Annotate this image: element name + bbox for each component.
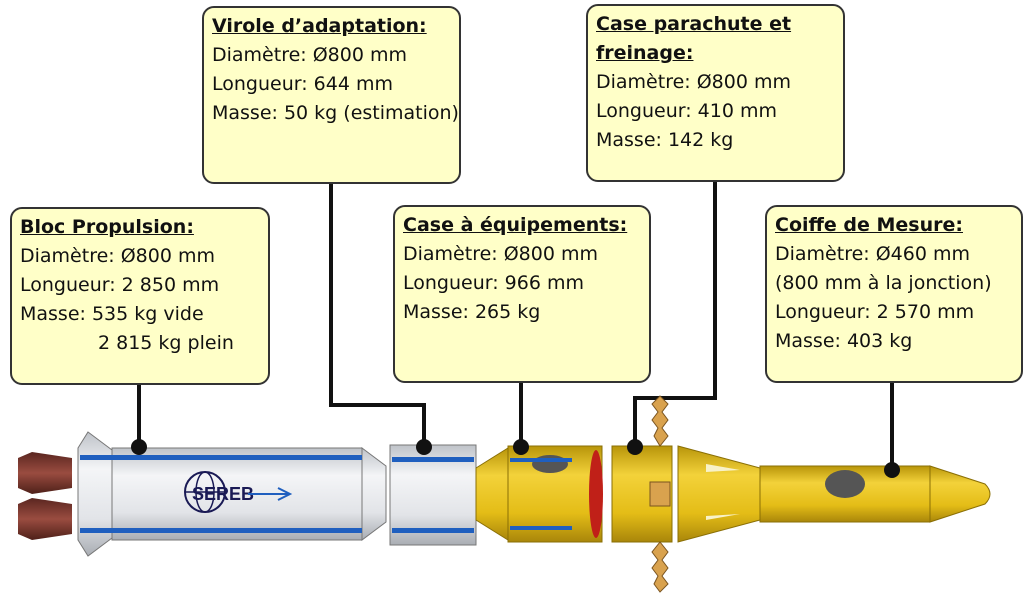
callout-propulsion-diameter: Diamètre: Ø800 mm <box>20 245 216 267</box>
callout-propulsion: Bloc Propulsion: Diamètre: Ø800 mm Longu… <box>10 207 270 385</box>
measurement-fairing <box>677 445 991 543</box>
adaptation-ring <box>389 444 477 546</box>
stripe-bottom <box>80 528 362 533</box>
callout-parachute-title-1: Case parachute et <box>596 13 792 35</box>
callout-propulsion-mass-full: 2 815 kg plein <box>98 332 234 354</box>
callout-parachute: Case parachute et freinage: Diamètre: Ø8… <box>586 4 845 182</box>
nose-tip <box>929 465 991 523</box>
callout-coiffe: Coiffe de Mesure: Diamètre: Ø460 mm (800… <box>765 205 1023 383</box>
callout-propulsion-length: Longueur: 2 850 mm <box>20 274 220 296</box>
callout-coiffe-title: Coiffe de Mesure: <box>775 214 963 236</box>
callout-virole-title: Virole d’adaptation: <box>212 15 427 37</box>
leader-parachute <box>633 182 717 445</box>
callout-parachute-diameter: Diamètre: Ø800 mm <box>596 71 792 93</box>
nozzle-lower <box>18 498 72 540</box>
propulsion-block: SEREB <box>77 431 387 557</box>
stripe-top <box>80 455 362 460</box>
callout-parachute-length: Longueur: 410 mm <box>596 100 777 122</box>
bay-window <box>532 455 568 473</box>
fairing-window <box>825 470 865 498</box>
callout-parachute-mass: Masse: 142 kg <box>596 129 734 151</box>
aft-skirt <box>77 431 113 557</box>
callout-equipements-diameter: Diamètre: Ø800 mm <box>403 243 599 265</box>
fairing-transition <box>677 445 761 543</box>
callout-equipements: Case à équipements: Diamètre: Ø800 mm Lo… <box>393 205 651 383</box>
logo-arrow-icon <box>248 487 293 501</box>
anchor-dots <box>131 439 900 478</box>
logo-text: SEREB <box>192 484 254 504</box>
callout-coiffe-junction: (800 mm à la jonction) <box>775 272 992 294</box>
callout-equipements-title: Case à équipements: <box>403 214 628 236</box>
leader-virole <box>329 184 426 445</box>
nozzle-upper <box>18 452 72 494</box>
callout-equipements-length: Longueur: 966 mm <box>403 272 584 294</box>
callout-coiffe-diameter: Diamètre: Ø460 mm <box>775 243 971 265</box>
propulsion-cylinder <box>111 447 363 541</box>
callout-coiffe-mass: Masse: 403 kg <box>775 330 913 352</box>
bay-seal <box>589 450 603 538</box>
air-brakes <box>649 395 671 593</box>
callout-propulsion-mass-empty: Masse: 535 kg vide <box>20 303 204 325</box>
leader-lines <box>137 182 894 468</box>
sereb-logo: SEREB <box>184 471 293 513</box>
callout-virole-diameter: Diamètre: Ø800 mm <box>212 44 408 66</box>
callout-propulsion-title: Bloc Propulsion: <box>20 216 194 238</box>
callout-coiffe-length: Longueur: 2 570 mm <box>775 301 975 323</box>
callout-virole-mass: Masse: 50 kg (estimation) <box>212 102 459 124</box>
callout-equipements-mass: Masse: 265 kg <box>403 301 541 323</box>
propulsion-forward-cone <box>361 447 387 541</box>
callout-virole: Virole d’adaptation: Diamètre: Ø800 mm L… <box>202 6 461 184</box>
parachute-bay <box>611 395 673 593</box>
callout-parachute-title-2: freinage: <box>596 42 694 64</box>
callout-virole-length: Longueur: 644 mm <box>212 73 393 95</box>
bay-transition <box>475 447 509 541</box>
engine-nozzles <box>18 452 72 540</box>
equipment-bay <box>475 445 603 543</box>
